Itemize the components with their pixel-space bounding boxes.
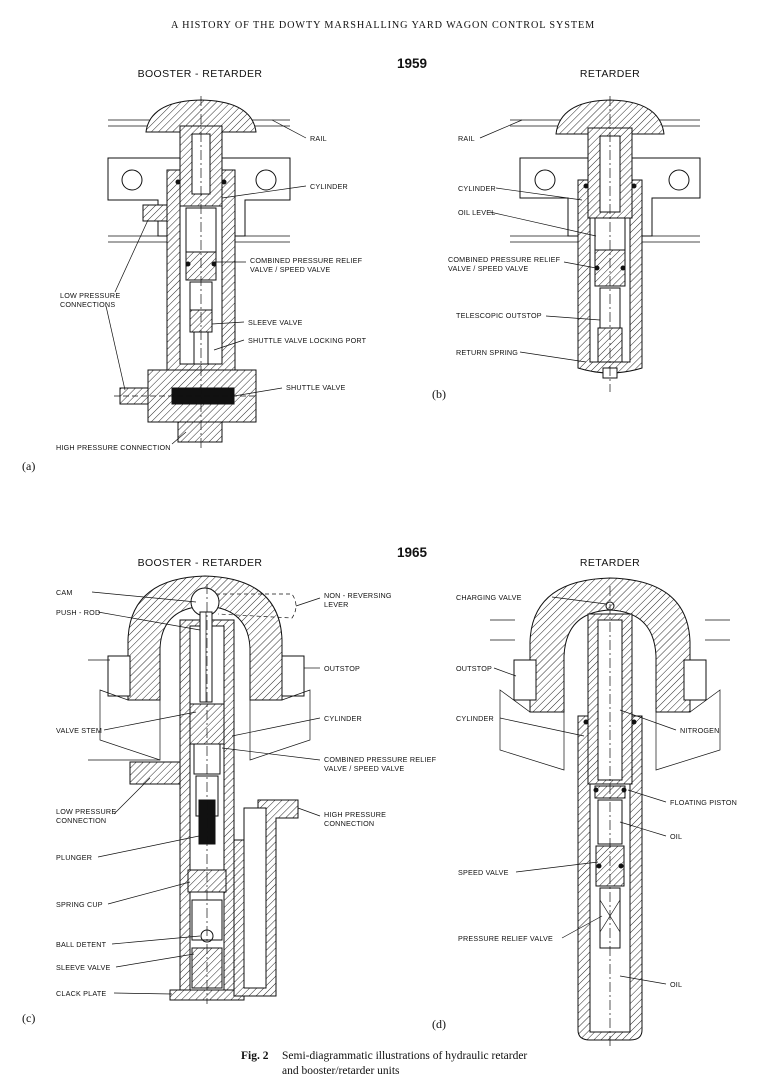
panel-a-label: (a) — [22, 459, 35, 473]
panel-c-booster-retarder-1965: BOOSTER - RETARDER 1965 — [22, 545, 437, 1025]
label-outstop-c: OUTSTOP — [324, 664, 360, 673]
panel-d-label: (d) — [432, 1017, 446, 1031]
label-low-pressure-c-2: CONNECTION — [56, 816, 106, 825]
label-pressure-relief-valve: PRESSURE RELIEF VALVE — [458, 934, 553, 943]
leader-rail-a — [271, 119, 307, 139]
label-low-pressure-a-2: CONNECTIONS — [60, 300, 115, 309]
label-valve-stem: VALVE STEM — [56, 726, 102, 735]
panel-d-retarder-1965: RETARDER CHARGING VALVE OUTSTOP — [432, 557, 737, 1046]
label-high-pressure-a: HIGH PRESSURE CONNECTION — [56, 443, 171, 452]
label-combined-valve-a-1: COMBINED PRESSURE RELIEF — [250, 256, 363, 265]
label-shuttle-valve: SHUTTLE VALVE — [286, 383, 345, 392]
label-non-reversing-2: LEVER — [324, 600, 349, 609]
panel-c-title: BOOSTER - RETARDER — [138, 557, 263, 569]
label-cylinder-b: CYLINDER — [458, 184, 496, 193]
label-cylinder-d: CYLINDER — [456, 714, 494, 723]
label-combined-valve-a-2: VALVE / SPEED VALVE — [250, 265, 330, 274]
panel-a-booster-retarder-1959: BOOSTER - RETARDER 1959 — [22, 56, 427, 473]
label-return-spring: RETURN SPRING — [456, 348, 518, 357]
figure-caption: Fig. 2 Semi-diagrammatic illustrations o… — [241, 1050, 527, 1077]
panel-d-title: RETARDER — [580, 557, 640, 569]
caption-line-1: Semi-diagrammatic illustrations of hydra… — [282, 1050, 527, 1062]
label-combined-valve-b-1: COMBINED PRESSURE RELIEF — [448, 255, 561, 264]
label-low-pressure-a-1: LOW PRESSURE — [60, 291, 120, 300]
label-combined-valve-b-2: VALVE / SPEED VALVE — [448, 264, 528, 273]
running-header: A HISTORY OF THE DOWTY MARSHALLING YARD … — [171, 20, 595, 31]
year-1965-label: 1965 — [397, 545, 428, 560]
label-floating-piston: FLOATING PISTON — [670, 798, 737, 807]
label-charging-valve: CHARGING VALVE — [456, 593, 522, 602]
label-oil-level: OIL LEVEL — [458, 208, 496, 217]
label-nitrogen: NITROGEN — [680, 726, 720, 735]
caption-line-2: and booster/retarder units — [282, 1065, 400, 1077]
label-ball-detent: BALL DETENT — [56, 940, 107, 949]
panel-b-label: (b) — [432, 387, 446, 401]
label-combined-valve-c-1: COMBINED PRESSURE RELIEF — [324, 755, 437, 764]
label-high-pressure-c-1: HIGH PRESSURE — [324, 810, 386, 819]
label-clack-plate: CLACK PLATE — [56, 989, 106, 998]
label-sleeve-valve-a: SLEEVE VALVE — [248, 318, 302, 327]
label-non-reversing-1: NON - REVERSING — [324, 591, 392, 600]
label-shuttle-locking-port: SHUTTLE VALVE LOCKING PORT — [248, 336, 367, 345]
caption-number: Fig. 2 — [241, 1050, 269, 1062]
label-low-pressure-c-1: LOW PRESSURE — [56, 807, 116, 816]
label-oil-1: OIL — [670, 832, 682, 841]
panel-a-title: BOOSTER - RETARDER — [138, 68, 263, 80]
label-oil-2: OIL — [670, 980, 682, 989]
label-cylinder-c: CYLINDER — [324, 714, 362, 723]
label-high-pressure-c-2: CONNECTION — [324, 819, 374, 828]
label-spring-cup: SPRING CUP — [56, 900, 103, 909]
label-rail-a: RAIL — [310, 134, 327, 143]
panel-b-title: RETARDER — [580, 68, 640, 80]
label-plunger: PLUNGER — [56, 853, 92, 862]
label-cam: CAM — [56, 588, 73, 597]
label-outstop-d: OUTSTOP — [456, 664, 492, 673]
label-speed-valve: SPEED VALVE — [458, 868, 509, 877]
label-rail-b: RAIL — [458, 134, 475, 143]
year-1959-label: 1959 — [397, 56, 427, 71]
label-cylinder-a: CYLINDER — [310, 182, 348, 191]
label-push-rod: PUSH - ROD — [56, 608, 100, 617]
panel-b-retarder-1959: RETARDER RAIL CYLINDER OIL LEVEL COMBIN — [432, 68, 701, 401]
label-combined-valve-c-2: VALVE / SPEED VALVE — [324, 764, 404, 773]
panel-c-label: (c) — [22, 1011, 35, 1025]
label-telescopic-outstop: TELESCOPIC OUTSTOP — [456, 311, 542, 320]
label-sleeve-valve-c: SLEEVE VALVE — [56, 963, 110, 972]
